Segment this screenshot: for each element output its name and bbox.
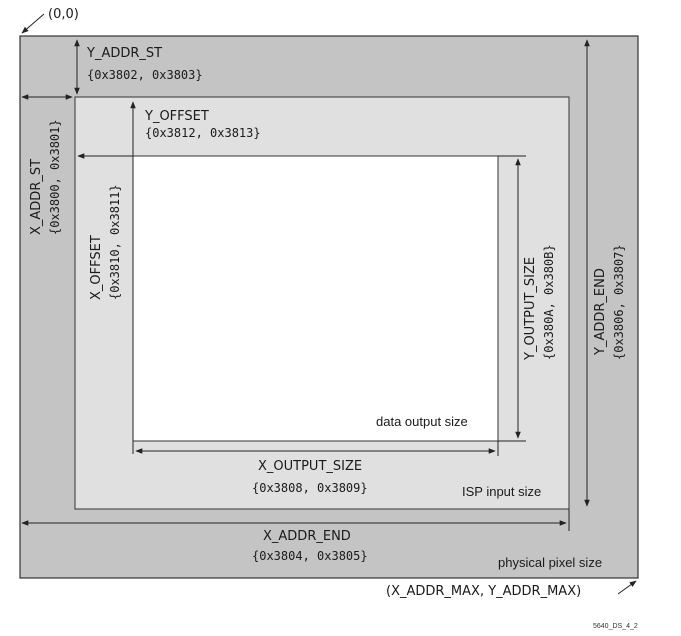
max-corner-label: (X_ADDR_MAX, Y_ADDR_MAX) (386, 584, 581, 599)
x-addr-st-register: {0x3800, 0x3801} (48, 119, 62, 235)
figure-id: 5640_DS_4_2 (593, 623, 638, 630)
y-addr-st-label: Y_ADDR_ST (86, 46, 162, 61)
y-output-size-register: {0x380A, 0x380B} (542, 244, 556, 360)
y-offset-register: {0x3812, 0x3813} (145, 126, 261, 140)
y-output-size-label: Y_OUTPUT_SIZE (523, 257, 538, 361)
max-corner-pointer (617, 580, 637, 595)
x-addr-end-label: X_ADDR_END (263, 529, 351, 544)
isp-input-size-caption: ISP input size (462, 484, 541, 499)
x-addr-st-label: X_ADDR_ST (29, 159, 44, 235)
origin-pointer (21, 13, 45, 34)
x-output-size-label: X_OUTPUT_SIZE (258, 459, 362, 474)
data-output-size-caption: data output size (376, 414, 468, 429)
y-addr-end-label: Y_ADDR_END (593, 268, 608, 356)
x-offset-register: {0x3810, 0x3811} (108, 184, 122, 300)
y-offset-label: Y_OFFSET (144, 109, 209, 124)
data-output-area (132, 155, 499, 442)
y-addr-end-register: {0x3806, 0x3807} (612, 244, 626, 360)
x-offset-label: X_OFFSET (89, 235, 104, 300)
physical-pixel-size-caption: physical pixel size (498, 555, 602, 570)
x-addr-end-register: {0x3804, 0x3805} (252, 549, 368, 563)
origin-label: (0,0) (48, 7, 79, 22)
x-output-size-register: {0x3808, 0x3809} (252, 481, 368, 495)
y-addr-st-register: {0x3802, 0x3803} (87, 68, 203, 82)
